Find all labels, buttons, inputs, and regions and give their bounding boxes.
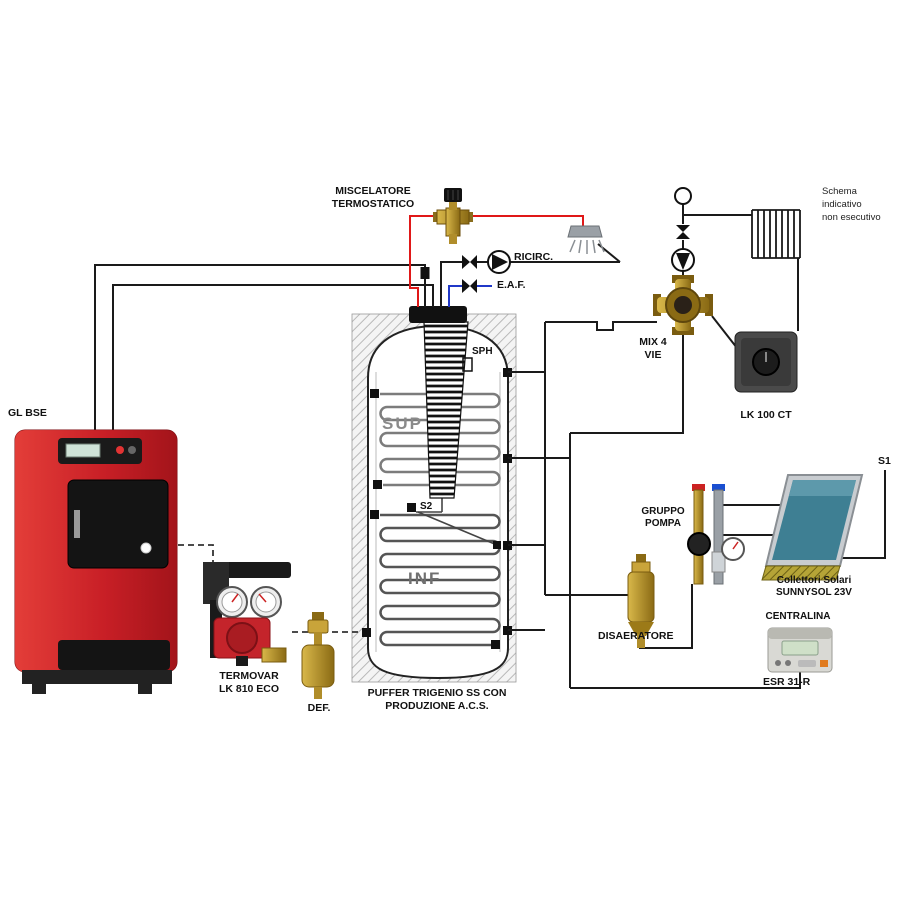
heating-pump-icon — [671, 248, 695, 272]
sph-sensor-pocket — [462, 357, 473, 372]
solar-collector — [761, 474, 864, 581]
air-vent-icon — [674, 187, 692, 205]
shutoff-fitting — [420, 267, 430, 279]
black-pipes — [94, 204, 886, 689]
check-valve-icons — [462, 225, 690, 293]
sup-coil — [379, 392, 501, 487]
def-air-separator — [301, 612, 335, 699]
actuator-label: LK 100 CT — [740, 409, 792, 421]
solar-pump-group — [687, 484, 745, 585]
solar-pump-group-label: GRUPPO POMPA — [641, 506, 685, 530]
inf-coil — [379, 513, 501, 647]
lk100-actuator — [734, 331, 798, 393]
mixer-label: MISCELATORE TERMOSTATICO — [331, 185, 415, 210]
shower-icon — [567, 225, 605, 254]
mix-4-way-valve — [653, 275, 713, 335]
s1-label: S1 — [878, 455, 891, 467]
schema-note: Schema indicativo non esecutivo — [822, 186, 881, 223]
solar-collector-label: Collettori Solari SUNNYSOL 23V — [776, 575, 852, 599]
thermostatic-mixer — [433, 188, 473, 244]
tank-label: PUFFER TRIGENIO SS CON PRODUZIONE A.C.S. — [367, 687, 507, 712]
termovar-label: TERMOVAR LK 810 ECO — [218, 670, 280, 695]
esr-model-label: ESR 31-R — [763, 676, 811, 688]
deaerator-label: DISAERATORE — [598, 630, 674, 642]
boiler-label: GL BSE — [8, 407, 47, 419]
s2-label: S2 — [420, 501, 433, 512]
ricirc-label: RICIRC. — [514, 251, 554, 263]
mix-valve-label: MIX 4 VIE — [639, 336, 667, 361]
s2-sensor-line — [416, 498, 498, 546]
radiator-icon — [751, 209, 801, 259]
deaerator — [627, 554, 655, 648]
eaf-label: E.A.F. — [497, 279, 526, 291]
sup-coil-label: SUP — [382, 414, 423, 433]
tank-fittings — [362, 368, 512, 649]
cold-water-pipes — [448, 285, 492, 307]
termovar-loading-unit — [203, 562, 291, 666]
centralina-label: CENTRALINA — [765, 611, 831, 622]
tank-top-cap — [409, 306, 467, 323]
hot-water-pipes — [409, 215, 584, 307]
sph-label: SPH — [472, 346, 493, 357]
buffer-tank — [367, 324, 509, 680]
def-label: DEF. — [307, 702, 331, 714]
inf-coil-label: INF — [408, 569, 442, 588]
recirculation-pump-icon — [487, 250, 511, 274]
centralina-controller — [767, 627, 833, 673]
boiler-gl-bse — [14, 429, 178, 694]
